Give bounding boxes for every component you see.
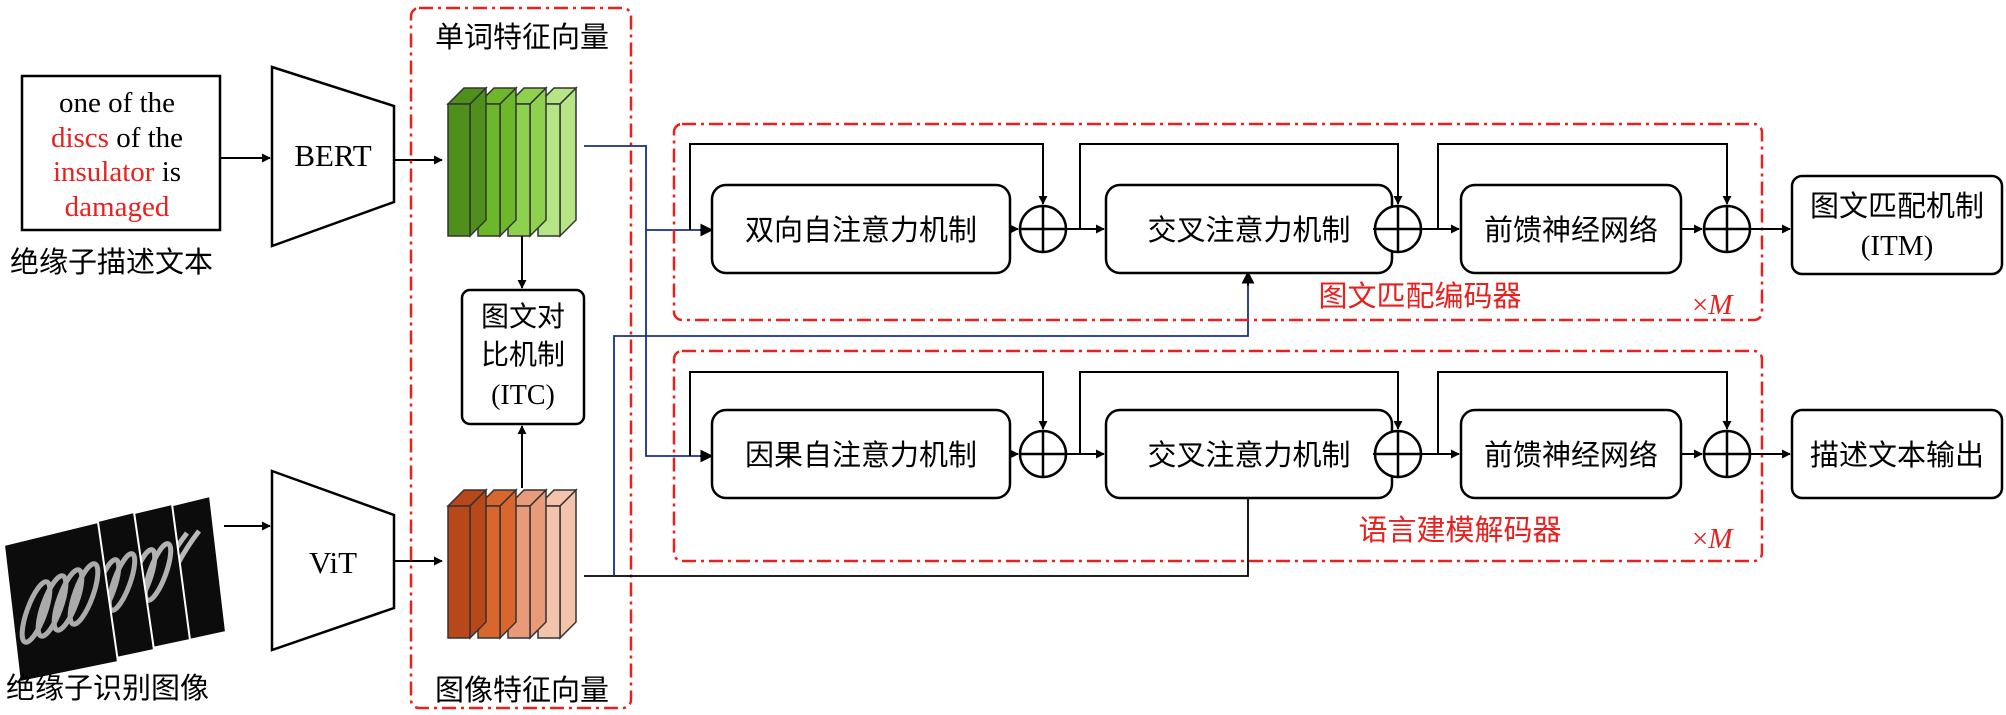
itc-line1: 图文对 <box>481 300 565 333</box>
bert-label: BERT <box>294 138 371 173</box>
line-image-to-itm-cross-attention <box>613 272 1249 576</box>
lm-feedforward-label: 前馈神经网络 <box>1484 438 1658 472</box>
itm-flow-lines <box>689 143 1791 234</box>
itm-output-line2: (ITM) <box>1861 230 1933 262</box>
itc-line3: (ITC) <box>491 380 555 411</box>
itc-box <box>460 288 586 426</box>
itm-output-box: 图文匹配机制 (ITM) <box>1790 174 2004 276</box>
input-text-group: one of the discs of the insulator is dam… <box>10 74 222 279</box>
lm-decoder-title: 语言建模解码器 <box>1358 513 1561 547</box>
itm-repeat-symbol: × <box>1692 289 1708 321</box>
itc-line2: 比机制 <box>481 338 565 371</box>
lm-repeat-var: M <box>1707 523 1734 555</box>
input-text-line3-rest: is <box>154 156 181 188</box>
word-features-title: 单词特征向量 <box>435 20 609 54</box>
itm-repeat-var: M <box>1707 289 1734 321</box>
feature-column-box <box>409 6 633 710</box>
itm-self-attention-label: 双向自注意力机制 <box>745 213 977 247</box>
input-text-line3: insulator is <box>53 156 181 188</box>
line-image-to-lm-cross-attention <box>584 461 1253 577</box>
vit-encoder: ViT <box>270 469 396 652</box>
input-text-line2-rest: of the <box>109 122 183 154</box>
input-image-caption: 绝缘子识别图像 <box>6 671 209 705</box>
input-text-word-insulator: insulator <box>53 156 155 188</box>
lm-add-node-3 <box>1702 429 1752 479</box>
lm-block-cross-attention: 交叉注意力机制 <box>1104 408 1394 500</box>
bert-encoder: BERT <box>270 65 396 248</box>
lm-decoder-box <box>672 349 1764 563</box>
input-text-line1: one of the <box>59 87 175 119</box>
lm-self-attention-label: 因果自注意力机制 <box>745 438 977 472</box>
lm-block-feedforward: 前馈神经网络 <box>1459 408 1683 500</box>
lm-output-box: 描述文本输出 <box>1790 408 2004 500</box>
image-feature-stack <box>446 488 578 640</box>
lm-output-label: 描述文本输出 <box>1810 438 1984 472</box>
input-text-box <box>20 74 222 232</box>
word-feature-slab-1 <box>446 86 488 238</box>
itm-add-node-3 <box>1702 204 1752 254</box>
image-feature-slab-1 <box>446 488 488 640</box>
image-features-title: 图像特征向量 <box>435 673 609 707</box>
itm-encoder-box <box>672 122 1764 322</box>
itm-block-cross-attention: 交叉注意力机制 <box>1104 183 1394 275</box>
vit-label: ViT <box>309 545 357 580</box>
insulator-image-stack: 绝缘子识别图像 <box>2 494 228 705</box>
input-text-word-discs: discs <box>51 122 109 154</box>
lm-add-node-1 <box>1018 429 1068 479</box>
word-feature-stack <box>446 86 578 238</box>
itm-output-line1: 图文匹配机制 <box>1810 189 1984 223</box>
lm-repeat-symbol: × <box>1692 523 1708 555</box>
itm-block-self-attention: 双向自注意力机制 <box>710 183 1012 275</box>
lm-flow-lines <box>689 371 1791 459</box>
itm-encoder-title: 图文匹配编码器 <box>1318 279 1521 313</box>
insulator-image-1 <box>2 520 120 684</box>
lm-cross-attention-label: 交叉注意力机制 <box>1147 438 1350 472</box>
itm-feedforward-label: 前馈神经网络 <box>1484 213 1658 247</box>
lm-block-causal-self-attention: 因果自注意力机制 <box>710 408 1012 500</box>
itm-cross-attention-label: 交叉注意力机制 <box>1147 213 1350 247</box>
itm-encoder-repeat: ×M <box>1692 289 1734 321</box>
itm-block-feedforward: 前馈神经网络 <box>1459 183 1683 275</box>
itm-add-node-1 <box>1018 204 1068 254</box>
lm-decoder-repeat: ×M <box>1692 523 1734 555</box>
input-text-word-damaged: damaged <box>65 191 170 223</box>
line-word-to-lm-decoder <box>584 145 712 457</box>
input-text-caption: 绝缘子描述文本 <box>10 245 213 279</box>
input-text-line2: discs of the <box>51 122 183 154</box>
